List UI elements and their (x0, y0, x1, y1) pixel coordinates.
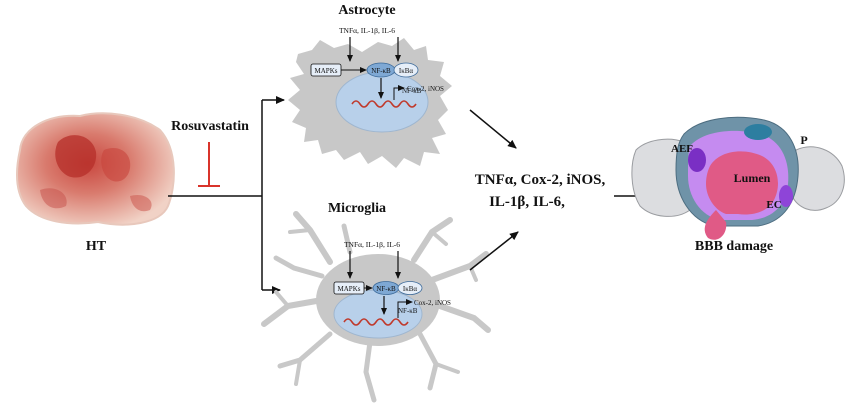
microglia-cytokines: TNFα, IL-1β, IL-6 (344, 240, 400, 249)
astrocyte-ikb-label: IκBα (399, 67, 414, 75)
ht-label: HT (86, 239, 107, 254)
inhibition-symbol (198, 142, 220, 187)
ht-tissue-image (15, 112, 175, 226)
astrocyte-pathway: TNFα, IL-1β, IL-6 MAPKs NF-κB IκBα NF-κB… (310, 26, 444, 108)
microglia-mapk-label: MAPKs (338, 285, 361, 293)
astrocyte-nfkb-label: NF-κB (371, 67, 391, 75)
microglia-dna (343, 318, 409, 326)
microglia-title: Microglia (328, 201, 386, 216)
bbb-illustration (631, 116, 845, 240)
microglia-cell (261, 211, 491, 403)
microglia-nfkb-nuclear-label: NF-κB (398, 307, 418, 315)
astrocyte-nfkb-nuclear-label: NF-κB (402, 87, 422, 95)
bbb-aef-label: AEF (671, 143, 693, 155)
astrocyte-targets-label: Cox-2, iNOS (407, 85, 444, 93)
rosuvastatin-label: Rosuvastatin (171, 119, 249, 134)
bbb-ec-label: EC (766, 199, 781, 211)
branch-connector (168, 96, 285, 294)
microglia-ikb-oval (397, 281, 423, 295)
microglia-pathway: TNFα, IL-1β, IL-6 MAPKs NF-κB IκBα NF-κB… (333, 240, 451, 326)
bbb-damage-title: BBB damage (695, 239, 773, 254)
microglia-nfkb-label: NF-κB (376, 285, 396, 293)
astrocyte-to-mediators-arrow (469, 109, 517, 149)
astrocyte-mapk-label: MAPKs (315, 67, 338, 75)
astrocyte-cytokines: TNFα, IL-1β, IL-6 (339, 26, 395, 35)
microglia-targets-label: Cox-2, iNOS (414, 299, 451, 307)
astrocyte-title: Astrocyte (338, 3, 395, 18)
bbb-p-label: P (800, 133, 807, 147)
mediators-line-1: TNFα, Cox-2, iNOS, (475, 172, 606, 188)
astrocyte-cell (288, 38, 452, 168)
bbb-lumen-label: Lumen (734, 171, 771, 185)
astrocyte-ikb-oval (393, 62, 419, 78)
microglia-to-mediators-arrow (469, 231, 519, 271)
mediators-line-2: IL-1β, IL-6, (489, 194, 565, 210)
microglia-ikb-label: IκBα (403, 285, 418, 293)
astrocyte-dna (351, 100, 417, 108)
